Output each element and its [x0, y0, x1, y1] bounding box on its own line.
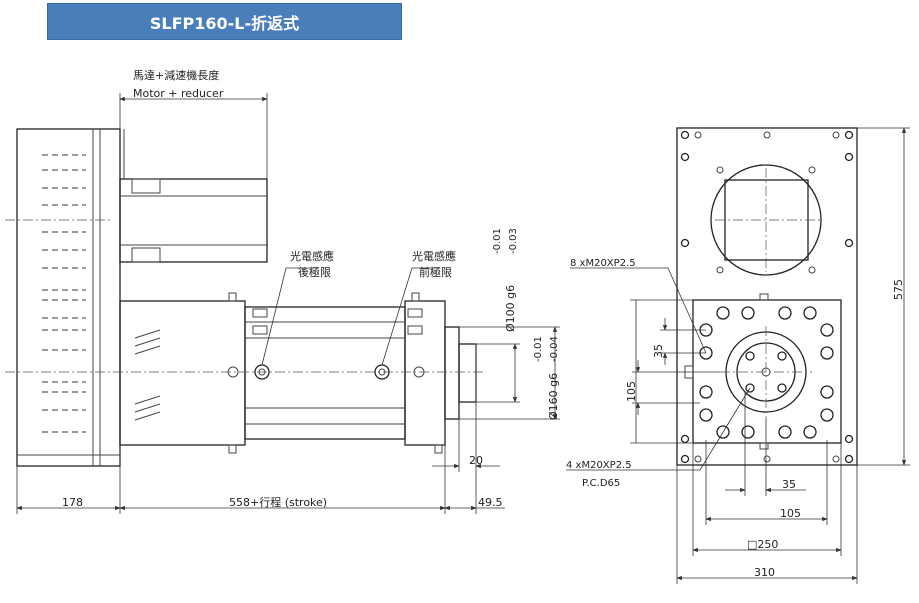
- diameter-160-lower: -0.04: [549, 336, 560, 362]
- end-view: 8 xM20XP2.5 4 xM20XP2.5 P.C.D65 35 105 3…: [566, 127, 910, 584]
- end-plate: [676, 127, 858, 466]
- motor-hidden-lines: [42, 154, 86, 433]
- dim-49-5: 49.5: [478, 496, 503, 509]
- pcd-label: P.C.D65: [582, 478, 620, 489]
- diameter-100-lower: -0.03: [508, 228, 519, 254]
- flange-bolts: [699, 306, 834, 439]
- drawing-title: SLFP160-L-折返式: [47, 3, 402, 40]
- diameter-100-label: Ø100 g6: [504, 285, 517, 332]
- dim-35-horizontal: 35: [782, 478, 796, 491]
- reducer-housing: [119, 178, 268, 263]
- diameter-160-label: Ø160 g6: [547, 373, 560, 420]
- dim-105-horizontal: 105: [780, 507, 801, 520]
- cylinder-rear-cap: [119, 300, 246, 446]
- motor-block: [16, 128, 121, 467]
- rear-sensor-label-1: 光電感應: [290, 249, 334, 263]
- motor-length-cn: 馬達+減速機長度: [133, 68, 219, 82]
- thread-4-label: 4 xM20XP2.5: [566, 460, 632, 471]
- dim-35-vertical: 35: [652, 344, 665, 358]
- diameter-100-upper: -0.01: [492, 228, 503, 254]
- plate-bolts: [680, 130, 854, 464]
- front-flange: [444, 326, 460, 420]
- motor-length-en: Motor + reducer: [133, 87, 224, 100]
- dim-178: 178: [62, 496, 83, 509]
- thread-8-label: 8 xM20XP2.5: [570, 258, 636, 269]
- front-sensor-label-1: 光電感應: [412, 249, 456, 263]
- dim-stroke: 558+行程 (stroke): [229, 496, 327, 509]
- diameter-160-upper: -0.01: [533, 336, 544, 362]
- front-flange-square: [692, 299, 842, 444]
- cylinder-front-cap: [404, 300, 446, 446]
- dim-310: 310: [754, 566, 775, 579]
- front-sensor-label-2: 前極限: [419, 265, 452, 279]
- output-rod: [458, 343, 477, 403]
- dim-105-vertical: 105: [625, 381, 638, 402]
- dim-250: □250: [747, 538, 778, 551]
- dim-575: 575: [892, 279, 905, 300]
- rear-sensor-label-2: 後極限: [298, 265, 331, 279]
- side-view: 馬達+減速機長度 Motor + reducer 光: [5, 68, 560, 514]
- dim-20: 20: [469, 454, 483, 467]
- motor-flange-circle: [710, 164, 822, 276]
